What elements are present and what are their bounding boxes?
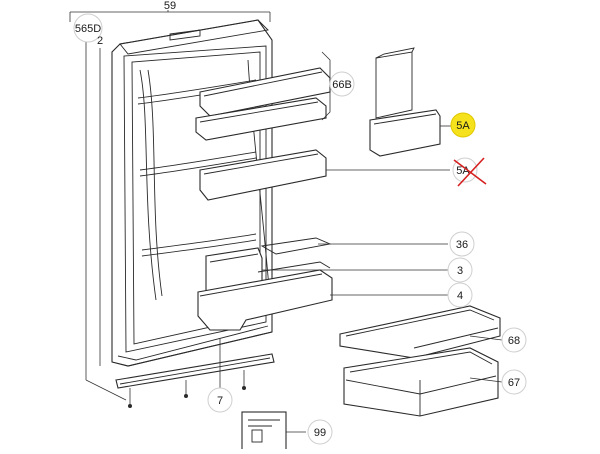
label-67-text: 67 [508,377,520,389]
part-67-drawer [343,347,499,417]
label-565d: 565D [73,13,103,43]
label-3-text: 3 [457,265,463,277]
cross-out-icon [453,157,487,187]
door-shelf-middle [199,149,327,201]
label-3: 3 [447,257,473,283]
part-4-bottom-shelf [197,261,333,331]
label-7: 7 [207,387,233,413]
label-59: 59 [164,0,176,12]
label-5a-text: 5A [456,120,470,132]
leader-lines [167,10,503,433]
label-68-text: 68 [508,335,520,347]
label-2-text: 2 [97,35,103,47]
label-4: 4 [447,282,473,308]
screws [128,370,246,408]
dimension-59 [69,11,271,22]
part-99-manual [241,411,287,451]
label-2: 2 [97,35,103,47]
label-7-text: 7 [217,395,223,407]
label-4-text: 4 [457,290,463,302]
label-36: 36 [449,231,475,257]
label-5a-crossed-text: 5A [456,165,470,177]
highlight-circle [450,112,476,138]
label-59-text: 59 [164,0,176,12]
shelf-66b [195,67,331,141]
label-5a: 5A [450,112,476,138]
label-5a-crossed: 5A [452,157,487,187]
label-565d-text: 565D [75,23,101,35]
part-68-cover [339,305,501,359]
label-66b-text: 66B [332,79,352,91]
label-66b: 66B [329,71,355,97]
part-5a-holder [369,47,441,157]
label-68: 68 [501,327,527,353]
label-99-text: 99 [314,427,326,439]
label-99: 99 [307,419,333,445]
label-67: 67 [501,369,527,395]
label-36-text: 36 [456,239,468,251]
dimension-565d [85,36,127,401]
